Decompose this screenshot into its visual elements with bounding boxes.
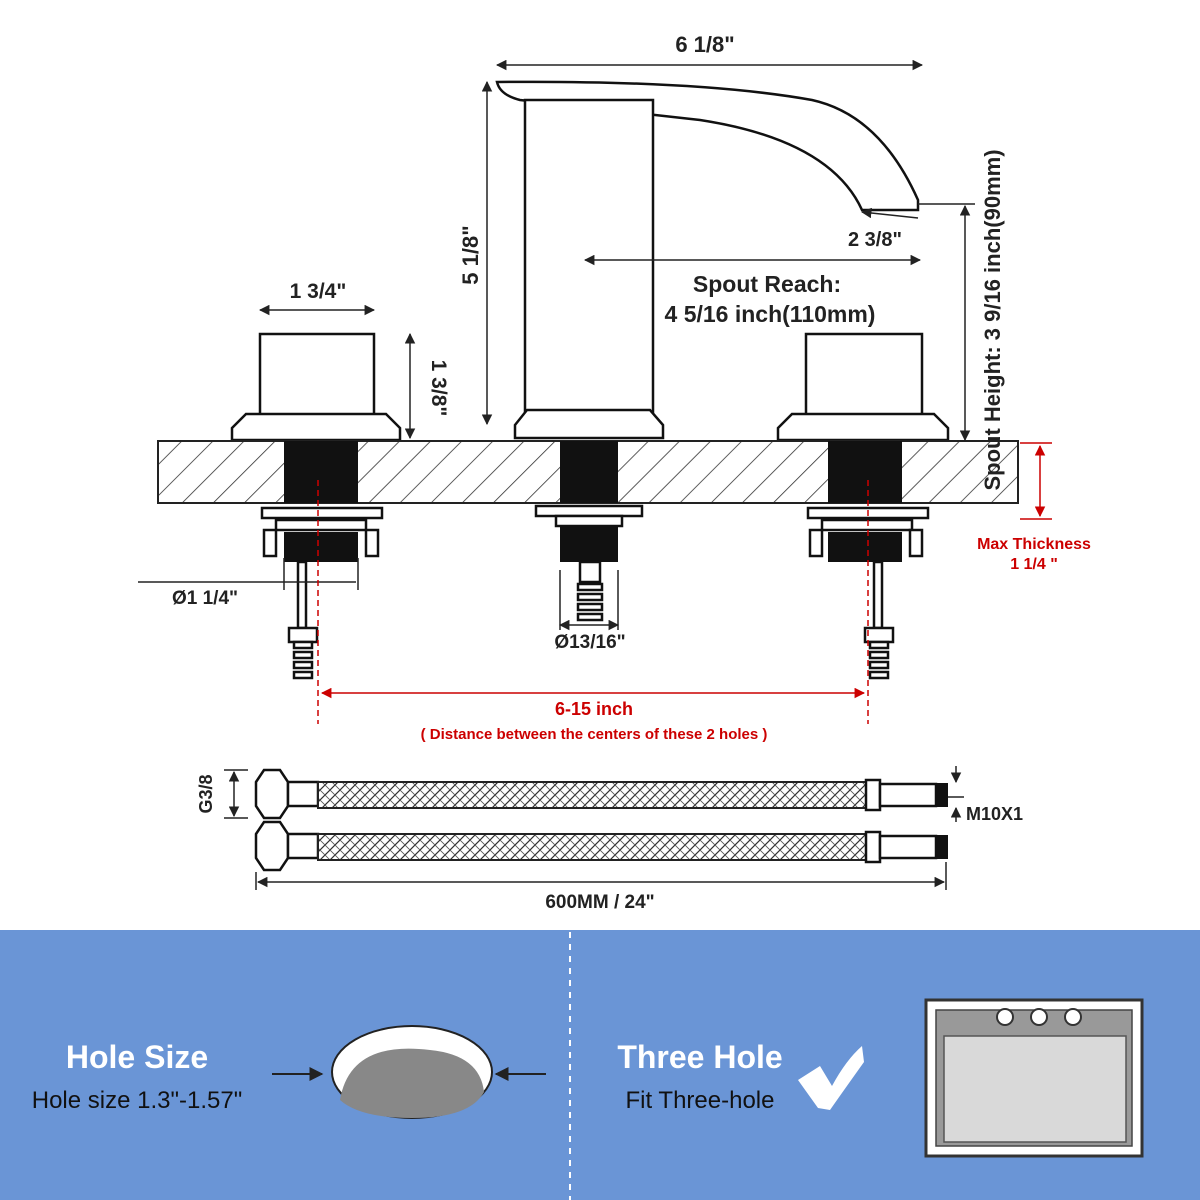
hole-size-text: Hole size 1.3"-1.57" (32, 1087, 242, 1114)
body-height-label: 5 1/8" (458, 225, 483, 284)
thread-right-label: M10X1 (966, 804, 1023, 824)
max-thickness-value: 1 1/4 " (1010, 556, 1058, 573)
hole-size-icon (272, 1025, 546, 1119)
max-thickness-title: Max Thickness (977, 536, 1091, 553)
spout-length-label: 6 1/8" (675, 32, 734, 57)
center-shank (560, 441, 618, 503)
handle-height-label: 1 3/8" (427, 360, 450, 417)
center-mounting-hardware (534, 504, 644, 622)
spout-reach-value: 4 5/16 inch(110mm) (665, 301, 876, 327)
spout-tip-label: 2 3/8" (848, 229, 902, 251)
supply-hose-top (254, 768, 948, 820)
spout-shank-label: Ø13/16" (554, 632, 625, 653)
spread-note: ( Distance between the centers of these … (421, 726, 768, 743)
spread-label: 6-15 inch (555, 699, 633, 719)
left-handle (230, 332, 402, 442)
spout-reach-title: Spout Reach: (693, 271, 841, 297)
supply-hose-bottom (254, 820, 948, 872)
three-hole-text: Fit Three-hole (626, 1087, 775, 1114)
checkmark-icon (798, 1046, 864, 1110)
right-handle (776, 332, 950, 442)
left-shank (284, 441, 358, 503)
sink-icon (924, 998, 1144, 1158)
spout-height-label: Spout Height: 3 9/16 inch(90mm) (980, 149, 1005, 490)
three-hole-title: Three Hole (617, 1039, 782, 1075)
handle-shank-label: Ø1 1/4" (172, 588, 238, 609)
left-mounting-hardware (260, 506, 384, 680)
thread-left-label: G3/8 (196, 774, 216, 813)
handle-width-label: 1 3/4" (290, 280, 347, 303)
spout-tip-line (860, 207, 919, 219)
hole-size-title: Hole Size (66, 1039, 208, 1075)
right-shank (828, 441, 902, 503)
hose-length-label: 600MM / 24" (545, 892, 654, 913)
